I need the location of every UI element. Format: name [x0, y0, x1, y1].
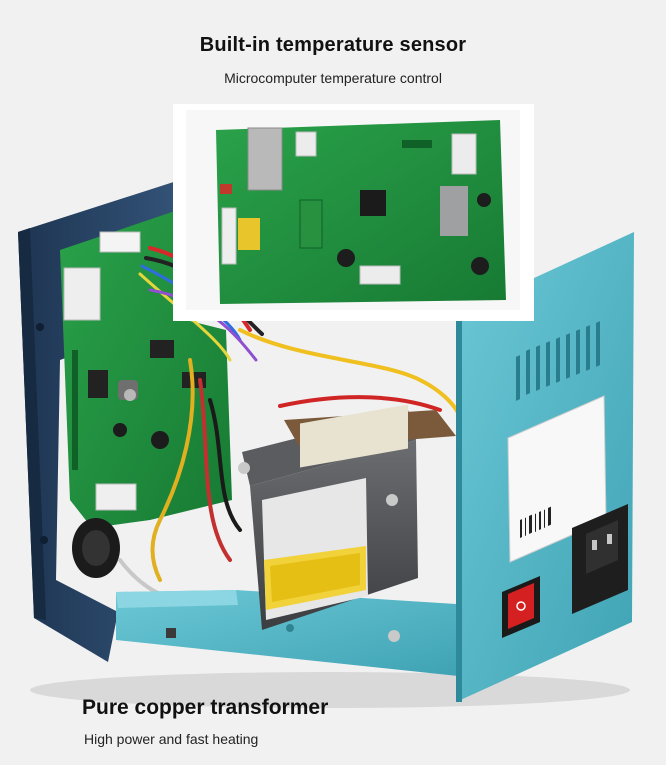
vent-slots [516, 321, 600, 401]
main-circuit-board [60, 210, 232, 528]
cable-grommet [72, 518, 120, 578]
header-title: Built-in temperature sensor [199, 34, 467, 56]
right-side-panel [456, 232, 634, 702]
footer-title: Pure copper transformer [82, 696, 329, 719]
footer-subtitle: High power and fast heating [84, 731, 259, 747]
coil-bobbin [262, 478, 368, 620]
header-subtitle: Microcomputer temperature control [224, 70, 442, 86]
inset-board-photo [173, 104, 534, 321]
power-switch [502, 576, 540, 638]
transformer [238, 404, 456, 642]
teal-base [116, 590, 458, 676]
barcode [520, 506, 551, 538]
transformer-label [300, 404, 408, 468]
power-socket [572, 504, 628, 614]
